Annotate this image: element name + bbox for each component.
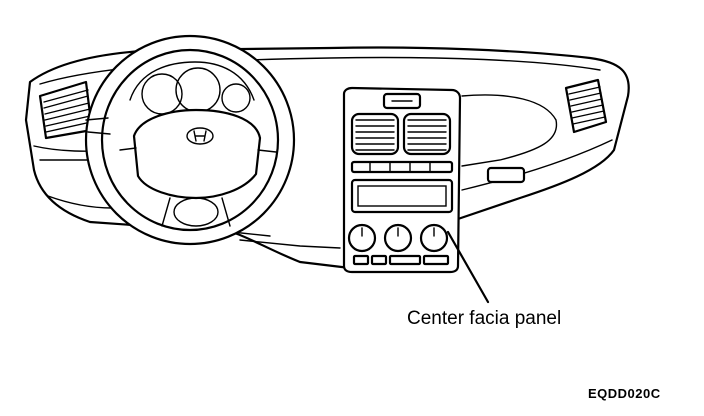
center-air-vent-left (350, 112, 400, 156)
climate-control-knobs (347, 223, 449, 253)
center-air-vent-right (402, 112, 452, 156)
steering-column (85, 117, 111, 135)
instrument-cluster (129, 61, 255, 101)
knee-bolster-line (231, 231, 341, 249)
center-facia-panel (342, 86, 462, 274)
leader-line (446, 230, 490, 304)
right-air-vent (564, 78, 608, 134)
left-air-vent (38, 80, 94, 140)
glovebox-handle (486, 166, 526, 184)
audio-opening (350, 178, 454, 214)
lower-buttons (352, 254, 450, 266)
dashboard-contour-right (461, 94, 558, 167)
dashboard-top-edge (39, 56, 601, 85)
steering-wheel (84, 34, 296, 246)
brand-logo-icon (186, 127, 214, 145)
dashboard-contour-lower (461, 139, 613, 191)
fuel-gauge (221, 83, 251, 113)
callout-label: Center facia panel (407, 308, 562, 329)
figure-code: EQDD020C (588, 386, 661, 401)
switch-strip (350, 160, 454, 174)
airbag-hub (132, 108, 262, 200)
